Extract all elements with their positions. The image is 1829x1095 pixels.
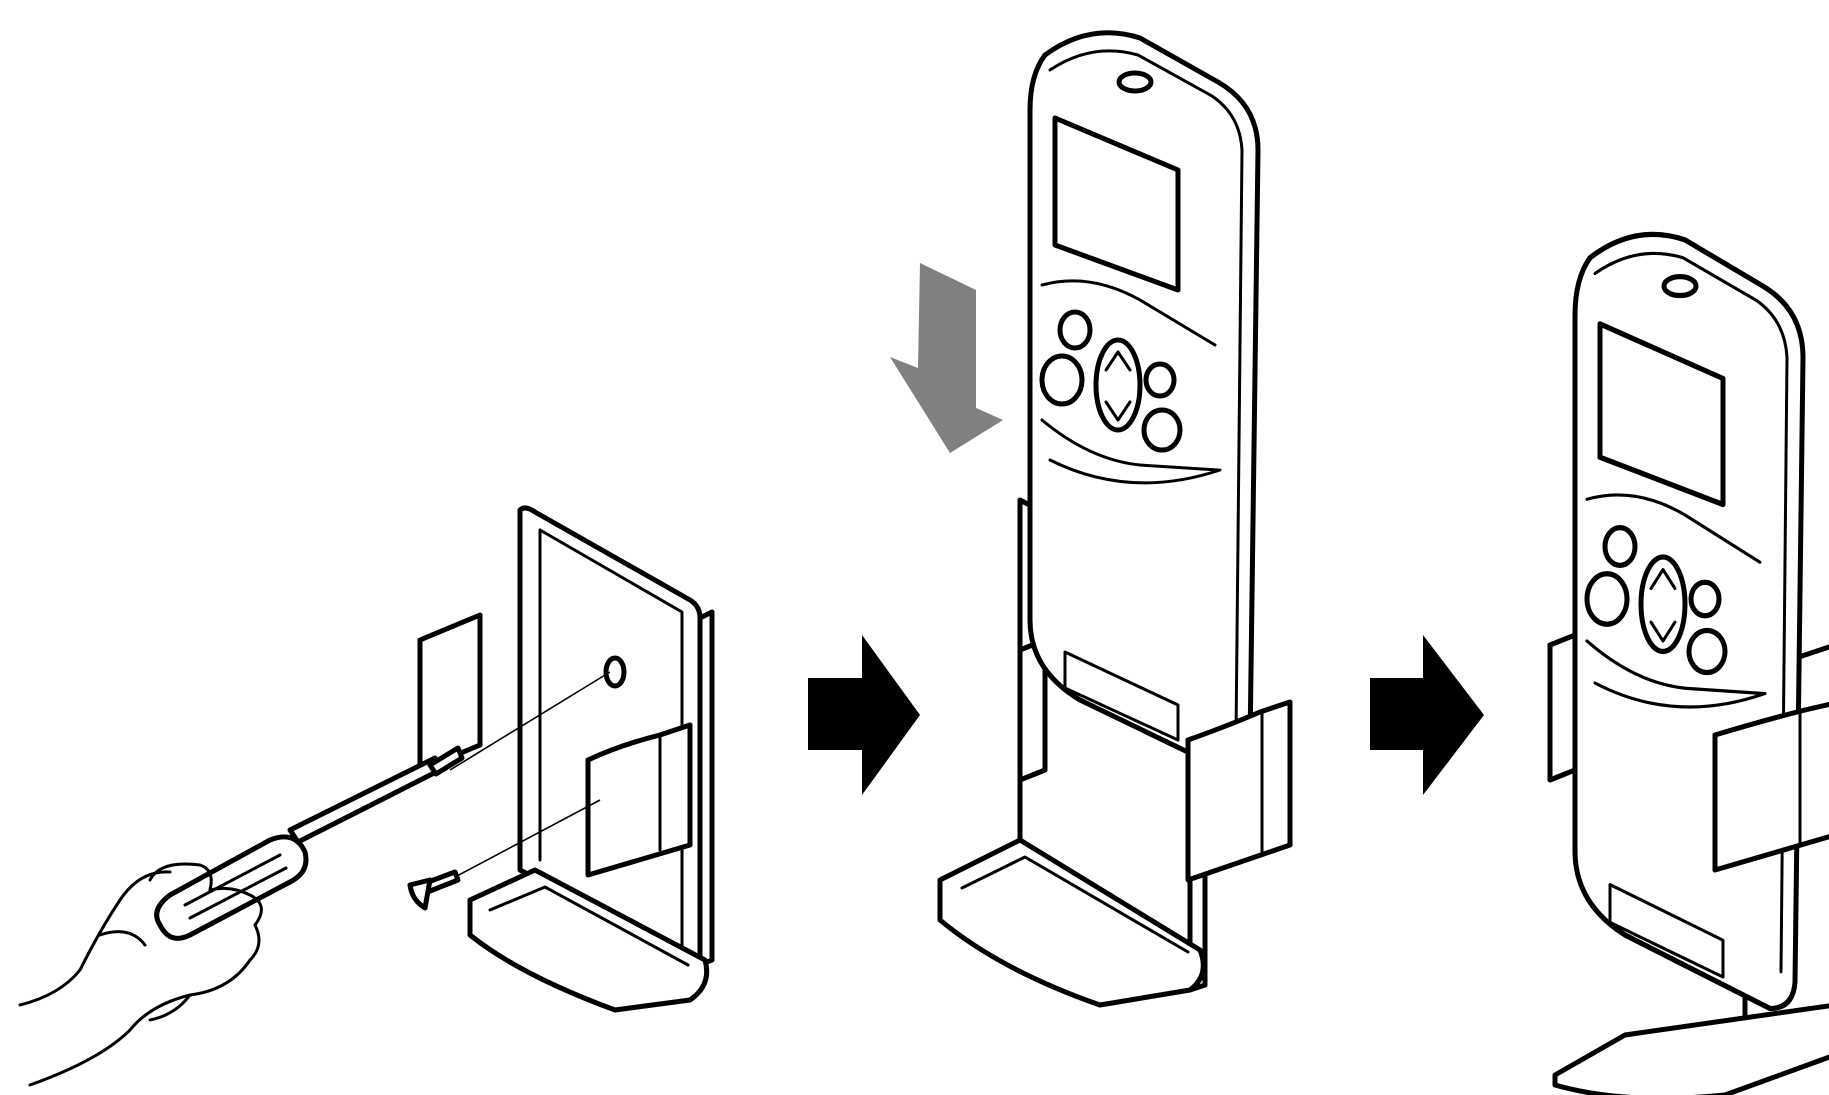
right-arrow-icon [1370,635,1484,795]
step-1-mount-holder-to-wall-icon [18,508,712,1087]
screw-icon [407,869,461,911]
remote-controller [1575,234,1803,1008]
screwdriver-icon [154,745,465,941]
step-3-remote-seated-in-holder-icon [1547,234,1829,1095]
screw-guide-lines [439,655,627,886]
remote-controller [1030,33,1258,770]
step-2-insert-remote-into-holder-icon [890,33,1293,1008]
insert-down-arrow-icon [890,263,1003,453]
right-arrow-icon [808,635,920,795]
upper-screw-hole [603,655,627,689]
hand-icon [18,862,263,1087]
